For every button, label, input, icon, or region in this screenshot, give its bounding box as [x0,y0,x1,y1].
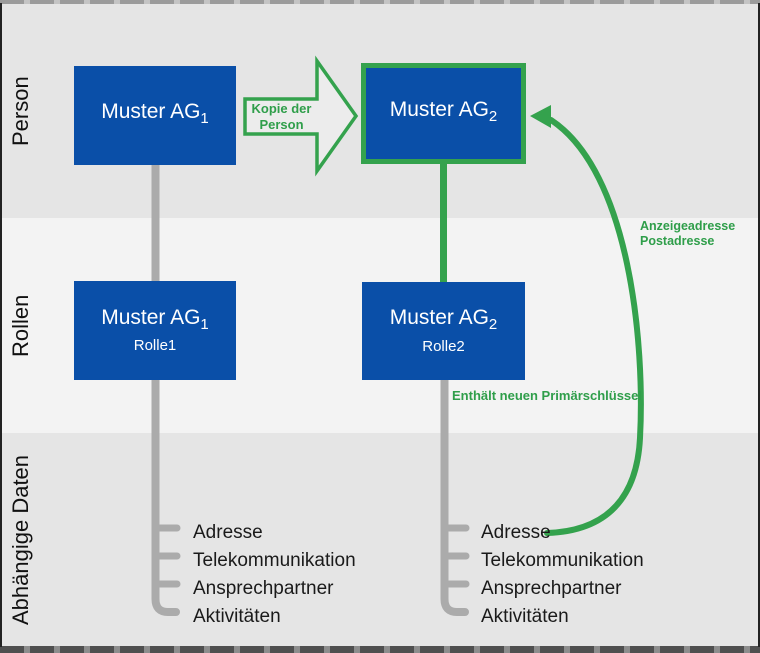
frame-bottom-strip [0,646,760,653]
list-item-telekommunikation: Telekommunikation [193,550,356,571]
lane-label-person: Person [8,76,33,146]
person-box-muster-ag1: Muster AG1 [74,66,236,165]
primary-key-note: Enthält neuen Primärschlüssel [452,388,643,403]
rolle-box-muster-ag1: Muster AG1 Rolle1 [74,281,236,380]
dependent-data-list-left: Adresse Telekommunikation Ansprechpartne… [193,519,356,631]
frame-left-border [0,3,2,647]
lane-label-rollen: Rollen [8,294,33,357]
list-item-aktivitaeten: Aktivitäten [193,606,281,627]
rolle-box-2-label: Muster AG2 [389,306,498,334]
list-item-adresse: Adresse [481,522,551,543]
list-item-adresse: Adresse [193,522,263,543]
subscript: 1 [200,110,209,128]
lane-dependent-data [2,433,758,646]
rolle-box-1-role: Rolle1 [133,337,177,355]
person-box-1-label: Muster AG1 [101,99,209,128]
copy-arrow-label: Kopie der Person [251,101,312,132]
rolle-box-muster-ag2: Muster AG2 Rolle2 [362,282,525,380]
frame-right-border [758,3,760,647]
person-box-2-label: Muster AG2 [389,97,498,126]
lane-label-dependent-data: Abhängige Daten [8,454,33,625]
rolle-box-2-role: Rolle2 [422,337,465,355]
list-item-ansprechpartner: Ansprechpartner [481,578,622,599]
list-item-ansprechpartner: Ansprechpartner [193,578,334,599]
subscript: 1 [200,316,209,334]
subscript: 2 [488,316,498,334]
frame-top-strip [0,0,760,4]
dependent-data-list-right: Adresse Telekommunikation Ansprechpartne… [481,519,644,631]
address-arrow-label: Anzeigeadresse Postadresse [640,219,736,248]
subscript: 2 [488,108,498,126]
list-item-telekommunikation: Telekommunikation [481,550,644,571]
person-box-muster-ag2: Muster AG2 [361,63,526,164]
list-item-aktivitaeten: Aktivitäten [481,606,569,627]
rolle-box-1-label: Muster AG1 [101,305,209,334]
